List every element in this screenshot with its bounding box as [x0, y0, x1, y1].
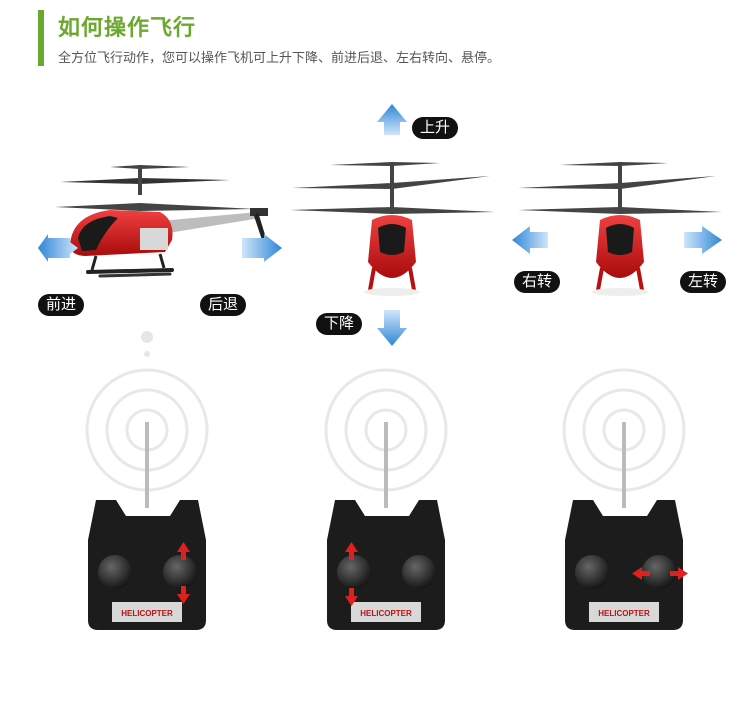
label-turn-right: 右转 — [514, 271, 561, 293]
remote-brand-text: HELICOPTER — [598, 609, 650, 618]
helicopter-side-view — [55, 165, 268, 278]
backward-arrow-icon — [242, 234, 282, 262]
remote-brand-text: HELICOPTER — [121, 609, 173, 618]
page-title: 如何操作飞行 — [58, 15, 197, 40]
label-forward: 前进 — [38, 294, 85, 316]
throttle-down-arrow-icon — [177, 586, 190, 604]
remote-group-3: HELICOPTER — [562, 368, 688, 630]
stick-up-arrow-icon — [345, 542, 358, 560]
stick-down-arrow-icon — [345, 588, 358, 606]
page-subtitle: 全方位飞行动作，您可以操作飞机可上升下降、前进后退、左右转向、悬停。 — [58, 50, 501, 65]
forward-arrow-icon — [38, 234, 78, 262]
stick-right-arrow-icon — [670, 567, 688, 580]
helicopter-front-view-2 — [518, 162, 722, 296]
label-down: 下降 — [316, 313, 363, 335]
label-turn-left: 左转 — [680, 271, 727, 293]
down-arrow-icon — [377, 310, 407, 346]
turn-left-arrow-icon — [684, 226, 722, 254]
label-backward: 后退 — [200, 294, 247, 316]
title-accent-bar — [38, 10, 44, 66]
label-up: 上升 — [412, 117, 459, 139]
remote-group-1: HELICOPTER — [85, 331, 209, 630]
up-arrow-icon — [377, 104, 407, 135]
remote-group-2: HELICOPTER — [324, 368, 448, 630]
turn-right-arrow-icon — [512, 226, 548, 254]
remote-brand-text: HELICOPTER — [360, 609, 412, 618]
helicopter-front-view-1 — [290, 162, 495, 296]
stick-left-arrow-icon — [632, 567, 650, 580]
throttle-up-arrow-icon — [177, 542, 190, 560]
